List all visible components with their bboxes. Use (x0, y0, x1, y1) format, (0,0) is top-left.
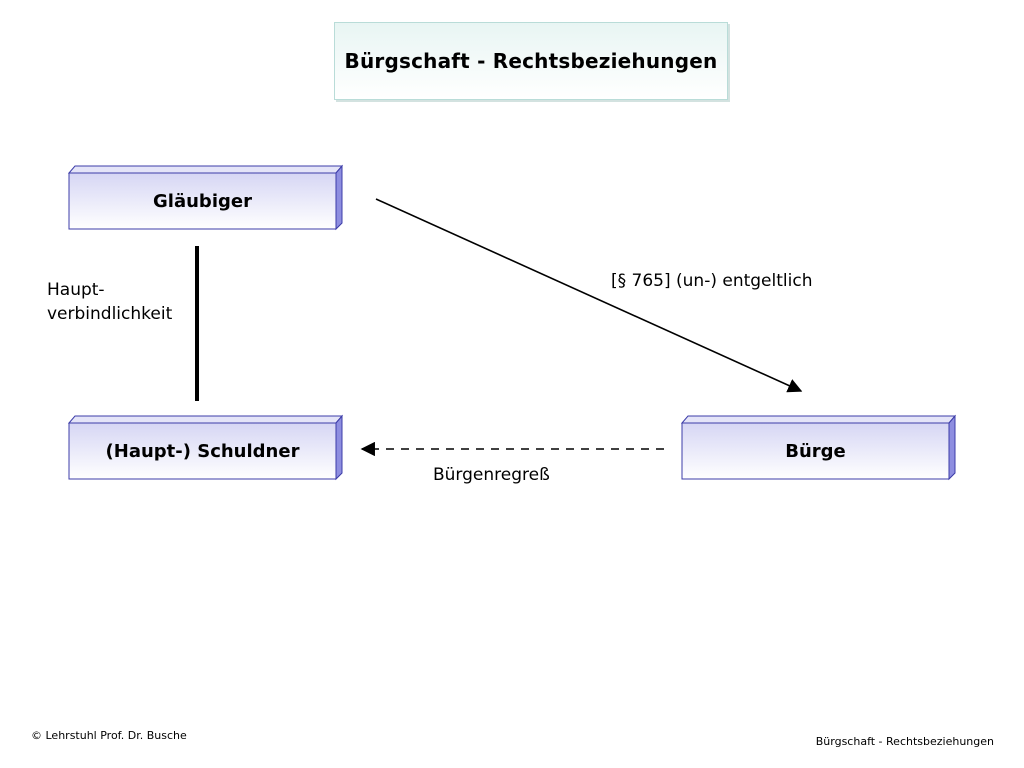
hauptverbindlichkeit-label: Haupt- verbindlichkeit (47, 278, 172, 326)
buerge-node-label: Bürge (785, 440, 846, 462)
glaeubiger-node-shape (67, 164, 344, 231)
schuldner-node-shape (67, 414, 344, 481)
footer-copyright: © Lehrstuhl Prof. Dr. Busche (31, 729, 187, 742)
hauptverbindlichkeit-label-line2: verbindlichkeit (47, 304, 173, 324)
schuldner-node-label: (Haupt-) Schuldner (105, 440, 300, 462)
buergschaft-label: [§ 765] (un-) entgeltlich (611, 271, 813, 291)
buergschaft-arrow (375, 198, 803, 393)
hauptverbindlichkeit-label-line1: Haupt- (47, 280, 105, 300)
buerge-node-shape (680, 414, 957, 481)
page-title: Bürgschaft - Rechtsbeziehungen (334, 22, 728, 100)
regress-label: Bürgenregreß (433, 465, 550, 485)
glaeubiger-node-label: Gläubiger (153, 190, 252, 212)
footer-slide-title: Bürgschaft - Rechtsbeziehungen (815, 735, 994, 748)
